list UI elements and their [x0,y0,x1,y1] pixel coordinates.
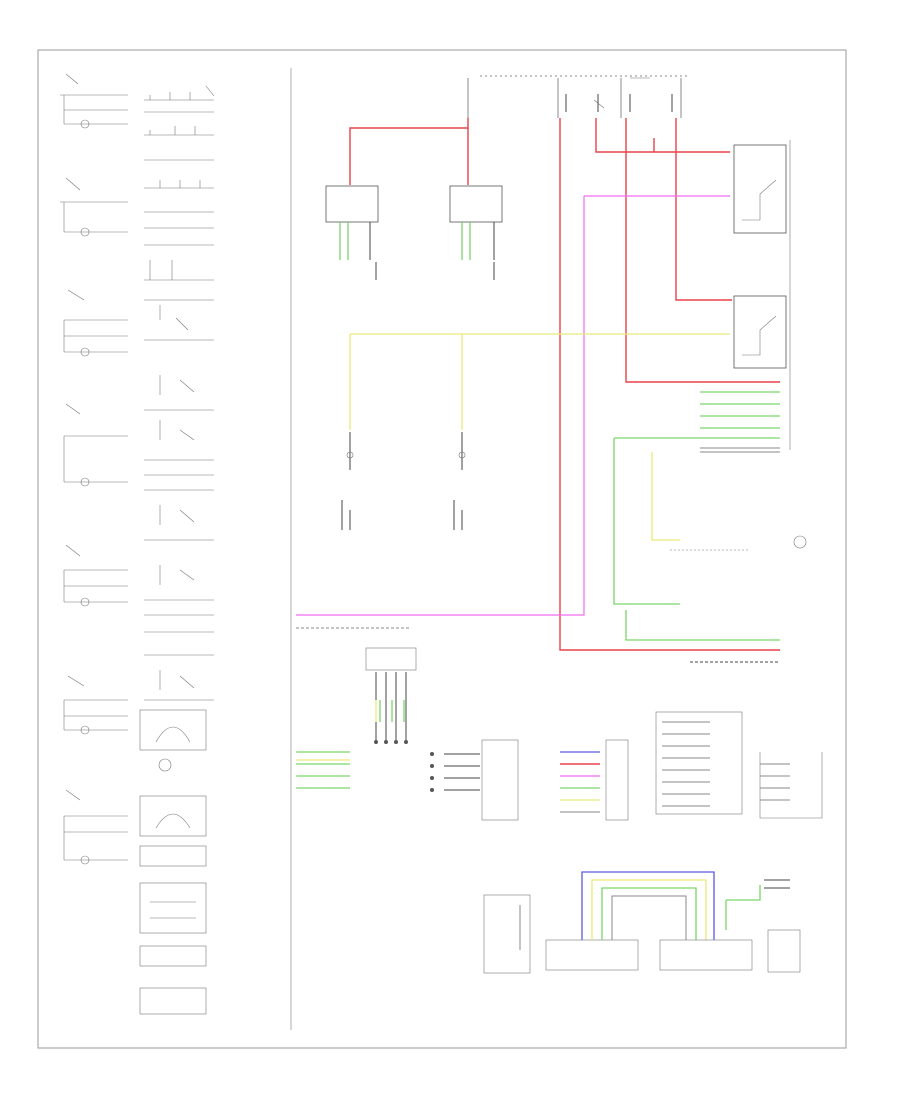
bottom-connector-driver-unit [545,871,715,971]
switch-box-5 [139,945,207,967]
blend-motor-2 [733,295,787,369]
switch-box-3 [139,845,207,867]
dial-arc-1 [155,726,191,743]
power-wires-red [349,118,780,651]
colored-bus-lines [560,751,600,813]
slider-control-box-2 [139,795,207,837]
middle-column-switch-symbols [144,85,215,701]
bottom-connector-electronics [659,939,753,971]
switch-module-center [365,647,417,744]
signal-wires-yellow [349,333,730,541]
slider-control-box-1 [139,709,207,751]
fuse-elements [565,94,673,112]
left-column-switch-symbols [60,73,128,865]
ambient-sensor-symbol [793,535,807,549]
module-left [325,185,379,280]
left-panel-switch-legend [60,73,215,1015]
sensor-left [341,432,354,530]
control-module-connector-rows [700,391,780,453]
ac-switch-block [759,752,823,819]
signal-wires-green [613,437,780,930]
fuse-detail-lines [593,77,650,109]
lower-left-wire-stubs [296,627,410,789]
signal-wires-pink [296,195,730,616]
fuse-group-top [467,75,690,118]
climate-sensor-block [655,711,743,815]
switch-box-6 [139,987,207,1015]
dial-arc-2 [155,813,191,829]
switch-box-4 [139,882,207,934]
bottom-connector-left [483,894,531,974]
sensor-right [453,432,466,530]
switch-box-4-contacts [150,901,196,919]
module-right [449,185,503,280]
fuse-feed-lines [467,78,682,118]
fan-controller-block [605,739,629,821]
bottom-connector-right [764,879,801,973]
diagram-border [37,49,847,1049]
dial-symbol [158,758,172,772]
connector-block-center [430,739,519,821]
blend-motor-1 [733,144,787,234]
